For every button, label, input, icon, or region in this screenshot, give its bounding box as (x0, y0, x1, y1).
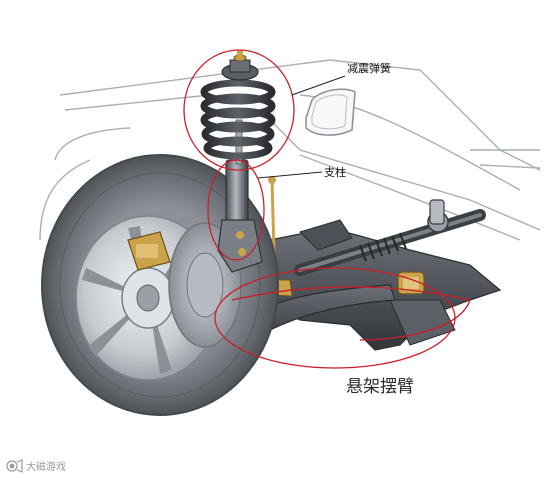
steering-rack (294, 199, 486, 276)
callout-highlights (183, 49, 471, 369)
side-mirror (305, 88, 356, 136)
leader-lines (257, 75, 346, 179)
brake-caliper (127, 231, 171, 271)
spring-callout-ellipse (183, 49, 295, 171)
strut-top-mount (221, 50, 259, 81)
strut-callout-ellipse (207, 159, 265, 261)
watermark: 大磁游戏 (6, 459, 66, 473)
label-control-arm: 悬架摆臂 (346, 377, 414, 397)
label-spring: 减震弹簧 (347, 61, 391, 75)
watermark-text: 大磁游戏 (26, 460, 66, 473)
camera-lens-icon (6, 459, 23, 473)
arm-callout-curve (231, 286, 471, 341)
label-strut: 支柱 (324, 165, 346, 179)
coil-spring (200, 79, 276, 160)
